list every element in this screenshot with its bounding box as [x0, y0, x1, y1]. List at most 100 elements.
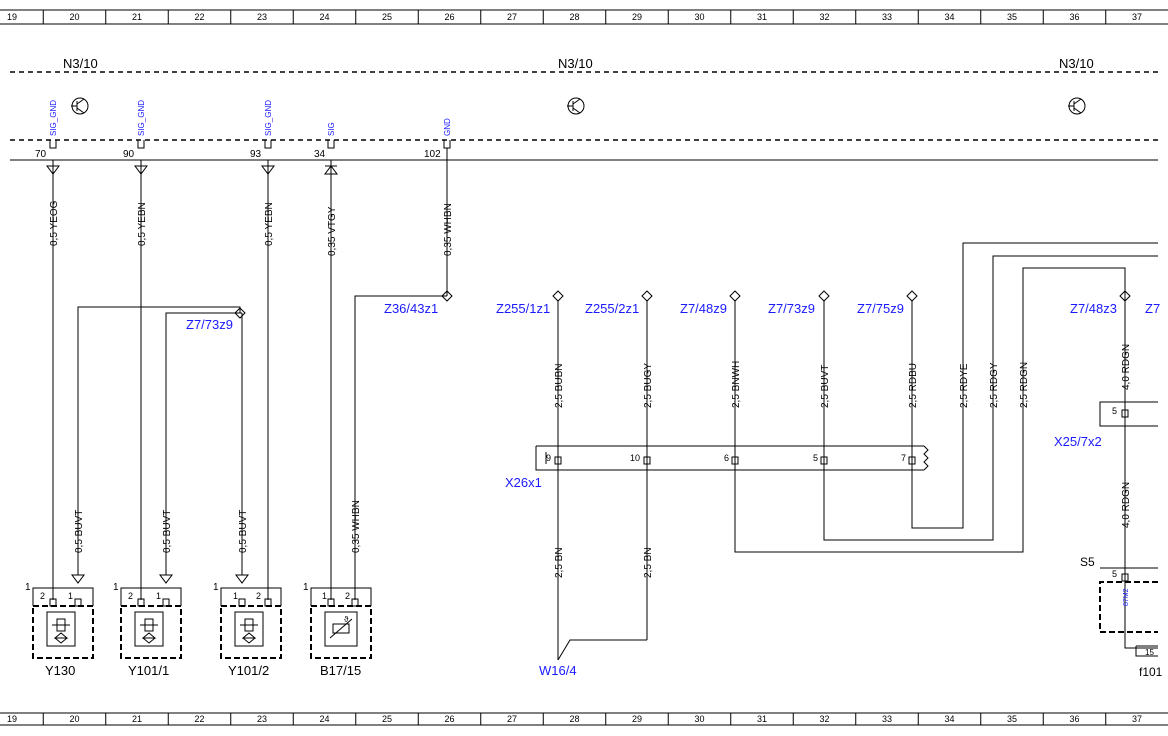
- top-ruler-number: 35: [1007, 12, 1017, 22]
- top-ruler-number: 32: [819, 12, 829, 22]
- pin-number: 9: [546, 453, 551, 463]
- top-ruler: [0, 9, 1168, 25]
- wire-labels: 0,5 YEOG 0,5 YEBN 0,5 YEBN 0,35 VTGY 0,3…: [49, 200, 1132, 578]
- top-ruler-number: 25: [382, 12, 392, 22]
- temperature-sensor-icon: ϑ: [329, 615, 353, 639]
- bottom-ruler-number: 27: [507, 714, 517, 724]
- connector-label: X25/7x2: [1054, 434, 1102, 449]
- solenoid-valve-icon: [240, 618, 258, 644]
- top-ruler-number: 23: [257, 12, 267, 22]
- solenoid-valve-icon: [140, 618, 158, 644]
- connector-label: Z36/43z1: [384, 301, 438, 316]
- pin-socket-icon: [49, 140, 451, 149]
- bottom-ruler-number: 34: [944, 714, 954, 724]
- pin-number: 7: [901, 453, 906, 463]
- pin-number: 2: [345, 591, 350, 601]
- wire-label: 4,0 RDGN: [1121, 482, 1132, 528]
- bottom-ruler-number: 32: [819, 714, 829, 724]
- bottom-ruler-number: 25: [382, 714, 392, 724]
- bottom-ruler-number: 33: [882, 714, 892, 724]
- top-ruler-number: 20: [69, 12, 79, 22]
- pin-number: 15: [1145, 648, 1154, 657]
- wire-label: 2,5 BN: [643, 547, 654, 578]
- wire-label: 0,5 YEBN: [264, 202, 275, 246]
- wire-label: 0,5 YEOG: [49, 200, 60, 246]
- top-ruler-number: 31: [757, 12, 767, 22]
- pin-number: 10: [630, 453, 640, 463]
- ground-label: W16/4: [539, 663, 577, 678]
- solenoid-valve-icon: [52, 618, 70, 644]
- connector-label: Z7/75z9: [857, 301, 904, 316]
- component-label: Y130: [45, 663, 75, 678]
- control-unit-n3-10: N3/10 N3/10 N3/10 SIG_GND SIG_GND SIG_GN…: [10, 56, 1158, 161]
- component-b17-15: 1 1 2 B17/15: [303, 582, 372, 678]
- bottom-ruler-number: 21: [132, 714, 142, 724]
- connector-label: Z7/73z9: [768, 301, 815, 316]
- top-ruler-number: 33: [882, 12, 892, 22]
- bottom-ruler-number: 20: [69, 714, 79, 724]
- pin-number: 102: [424, 149, 441, 160]
- component-label: Y101/2: [228, 663, 269, 678]
- connector-label: Z7: [1145, 301, 1160, 316]
- bottom-ruler-number: 36: [1069, 714, 1079, 724]
- pin-number: 70: [35, 149, 47, 160]
- component-y101-1: 1 2 1 Y101/1: [113, 582, 182, 678]
- component-y101-2: 1 1 2 Y101/2: [213, 582, 282, 678]
- component-mark: 1: [113, 582, 119, 593]
- bottom-ruler-number: 30: [694, 714, 704, 724]
- pin-number: 5: [813, 453, 818, 463]
- top-ruler-number: 28: [569, 12, 579, 22]
- wire-label: 2,5 BUBN: [554, 364, 565, 408]
- wire-label: 2,5 BUVT: [820, 365, 831, 408]
- bottom-ruler-number: 35: [1007, 714, 1017, 724]
- pin-number: 34: [314, 149, 326, 160]
- wire-label: 0,5 BUVT: [238, 510, 249, 553]
- component-mark: 1: [25, 582, 31, 593]
- pin-number: 1: [233, 591, 238, 601]
- splice-icon: [234, 290, 1131, 319]
- wire-harness: [46, 148, 1158, 661]
- pin-number: 1: [322, 591, 327, 601]
- top-ruler-number: 37: [1132, 12, 1142, 22]
- top-ruler-number: 27: [507, 12, 517, 22]
- pin-number: 90: [123, 149, 135, 160]
- wire-label: 2,5 RDGY: [989, 362, 1000, 408]
- pin-number: 93: [250, 149, 262, 160]
- top-ruler-number: 24: [319, 12, 329, 22]
- top-ruler-number: 34: [944, 12, 954, 22]
- bottom-ruler-number: 31: [757, 714, 767, 724]
- pin-number: 1: [156, 591, 161, 601]
- wire-label: 2,5 BNWH: [731, 361, 742, 408]
- connector-label: Z255/2z1: [585, 301, 639, 316]
- pin-signal-label: SIG_GND: [264, 100, 273, 136]
- pin-signal-label: GND: [443, 118, 452, 136]
- pin-number: 5: [1112, 569, 1117, 579]
- connector-label: Z7/48z9: [680, 301, 727, 316]
- component-label: f101: [1139, 665, 1163, 679]
- component-label: B17/15: [320, 663, 361, 678]
- connector-label: Z255/1z1: [496, 301, 550, 316]
- cu-label-mid: N3/10: [558, 56, 593, 71]
- wire-label: 0,5 BUVT: [162, 510, 173, 553]
- pin-number: 1: [68, 591, 73, 601]
- pin-signal-label: SIG_GND: [137, 100, 146, 136]
- bottom-ruler-number: 19: [7, 714, 17, 724]
- pin-number: 6: [724, 453, 729, 463]
- component-label: Y101/1: [128, 663, 169, 678]
- component-mark: 1: [303, 582, 309, 593]
- connector-label: Z7/48z3: [1070, 301, 1117, 316]
- connector-label: X26x1: [505, 475, 542, 490]
- wire-label: 0,5 YEBN: [137, 202, 148, 246]
- top-ruler-number: 36: [1069, 12, 1079, 22]
- top-ruler-number: 29: [632, 12, 642, 22]
- pin-signal-label: SIG_GND: [49, 100, 58, 136]
- pin-socket-icon: [49, 598, 359, 607]
- pin-numbers: 9 10 6 5 7 5 5 15 87M2 S5 f101: [546, 406, 1163, 679]
- top-ruler-number: 19: [7, 12, 17, 22]
- wire-label: 0,5 BUVT: [74, 510, 85, 553]
- pin-number: 2: [256, 591, 261, 601]
- wire-label: 2,5 RDBU: [908, 363, 919, 408]
- bottom-ruler: [0, 712, 1168, 726]
- cu-label-right: N3/10: [1059, 56, 1094, 71]
- pin-signal-label: SIG: [327, 122, 336, 136]
